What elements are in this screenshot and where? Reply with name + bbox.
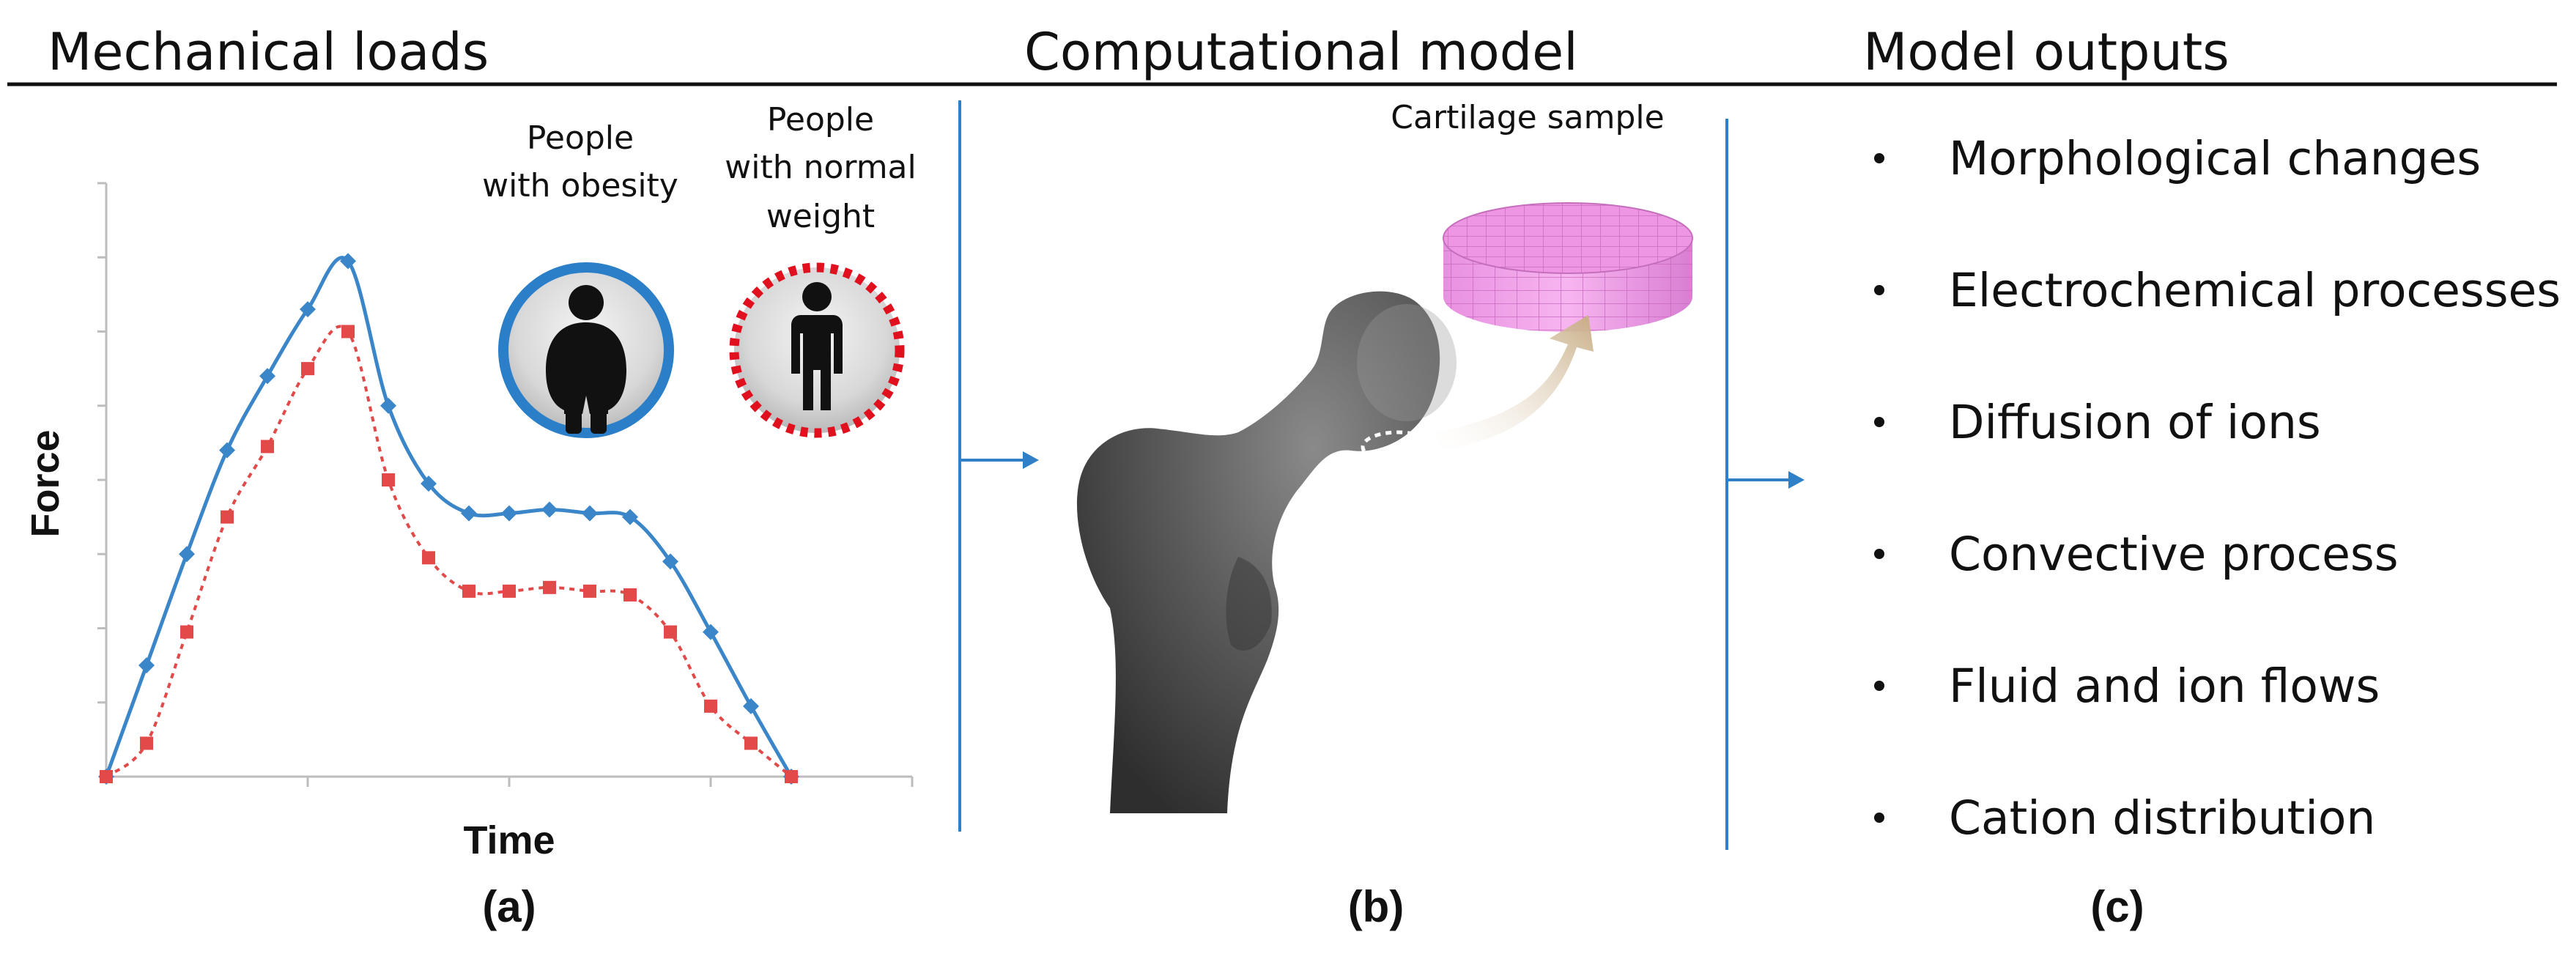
data-point-diamond (380, 397, 396, 414)
series-line-2 (105, 325, 793, 778)
data-point-square (583, 584, 596, 598)
data-point-diamond (461, 505, 477, 522)
data-point-diamond (582, 505, 598, 522)
data-point-square (341, 325, 355, 338)
data-point-diamond (340, 253, 356, 270)
cartilage-disk-icon (1443, 202, 1693, 332)
bullet-icon (1874, 813, 1884, 823)
data-point-diamond (138, 657, 155, 674)
force-time-chart: Time Force (23, 182, 914, 862)
data-point-diamond (179, 546, 195, 563)
output-item: Cation distribution (1949, 791, 2375, 845)
data-point-diamond (703, 624, 719, 640)
cartilage-sample-label: Cartilage sample (1391, 99, 1664, 136)
femur-bone-icon (1076, 291, 1457, 813)
y-axis-title: Force (23, 429, 67, 537)
data-point-square (382, 473, 395, 486)
normal-person-icon (791, 282, 843, 410)
output-item: Morphological changes (1949, 132, 2481, 185)
legend-normal: People with normal weight (725, 101, 917, 438)
data-point-diamond (541, 501, 558, 518)
section-title-computational-model: Computational model (1024, 22, 1578, 82)
legend-obese: People with obesity (482, 119, 678, 438)
legend-normal-line2: with normal (725, 149, 917, 186)
obese-person-icon (546, 285, 626, 434)
flow-arrow-right-icon (1727, 471, 1805, 489)
series-line-1 (104, 256, 793, 778)
data-point-square (744, 736, 758, 750)
panel-label-c: (c) (2090, 882, 2144, 931)
chart-series (98, 253, 799, 785)
output-item: Convective process (1949, 528, 2399, 581)
data-point-diamond (259, 368, 275, 385)
data-point-diamond (662, 553, 678, 570)
data-point-diamond (743, 698, 759, 714)
data-point-square (785, 770, 798, 783)
data-point-square (664, 625, 677, 639)
flow-arrow-right-icon (960, 451, 1039, 469)
data-point-diamond (219, 442, 235, 459)
data-point-square (301, 362, 314, 376)
x-axis-title: Time (463, 818, 555, 862)
section-title-model-outputs: Model outputs (1863, 22, 2229, 82)
section-title-mechanical-loads: Mechanical loads (48, 22, 489, 82)
legend-normal-line1: People (767, 101, 874, 138)
data-point-square (462, 584, 475, 598)
data-point-square (221, 510, 234, 524)
data-point-diamond (421, 476, 437, 492)
legend-obese-line2: with obesity (482, 167, 678, 204)
output-item: Electrochemical processes (1949, 264, 2561, 317)
panel-label-a: (a) (482, 882, 536, 931)
bullet-icon (1874, 153, 1884, 163)
panel-label-b: (b) (1348, 882, 1404, 931)
chart-axes (97, 182, 914, 787)
data-point-square (503, 584, 516, 598)
legend-normal-line3: weight (766, 198, 875, 235)
bullet-icon (1874, 681, 1884, 691)
legend-obese-line1: People (527, 119, 634, 157)
data-point-diamond (501, 505, 517, 522)
data-point-square (140, 736, 153, 750)
data-point-square (543, 580, 556, 594)
bullet-icon (1874, 549, 1884, 559)
sample-location-marker (1361, 430, 1435, 464)
data-point-diamond (622, 508, 638, 525)
bullet-icon (1874, 417, 1884, 427)
output-item: Diffusion of ions (1949, 396, 2321, 449)
data-point-square (623, 588, 637, 602)
output-item: Fluid and ion flows (1949, 659, 2380, 713)
bullet-icon (1874, 285, 1884, 295)
data-point-square (100, 770, 113, 783)
data-point-square (180, 625, 193, 639)
data-point-square (422, 551, 435, 565)
curved-arrow-icon (1436, 315, 1594, 451)
data-point-diamond (300, 301, 316, 318)
data-point-square (261, 440, 274, 454)
data-point-square (704, 699, 717, 713)
